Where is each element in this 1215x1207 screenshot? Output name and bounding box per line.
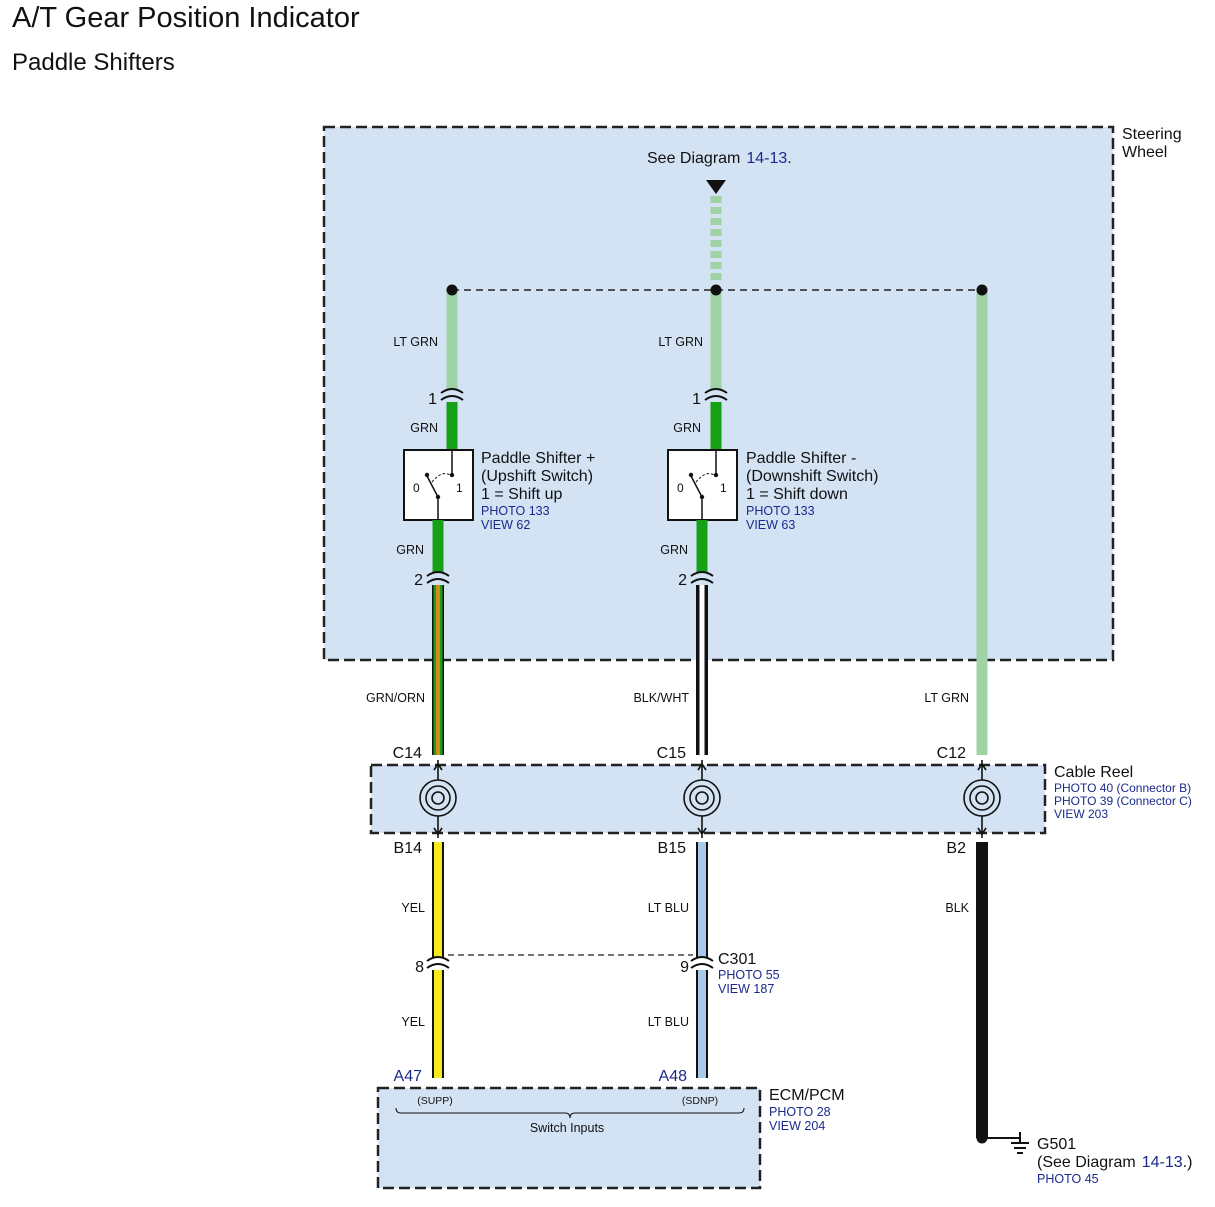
- switch-up-view-link[interactable]: VIEW 62: [481, 518, 530, 532]
- ground-see-suffix: .): [1183, 1154, 1193, 1171]
- pin-c12: C12: [937, 745, 966, 762]
- pin-b14: B14: [394, 840, 423, 857]
- connector-c301-left: [426, 956, 450, 969]
- ecm-photo-link[interactable]: PHOTO 28: [769, 1105, 831, 1119]
- wire-label-lt-blu-upper: LT BLU: [648, 901, 689, 915]
- splice-dot-left: [446, 284, 458, 296]
- switch-inputs-bracket: [395, 1107, 745, 1119]
- switch-down-view-link[interactable]: VIEW 63: [746, 518, 795, 532]
- ground-photo-link[interactable]: PHOTO 45: [1037, 1172, 1099, 1186]
- wire-label-grn-mid-bottom: GRN: [660, 543, 688, 557]
- ecm-label: ECM/PCM: [769, 1087, 845, 1104]
- switch-down-pos1: 1: [720, 481, 727, 495]
- pin-b2: B2: [946, 840, 966, 857]
- wire-label-blk: BLK: [945, 901, 969, 915]
- see-diagram-top: See Diagram 14-13.: [647, 150, 792, 167]
- c301-pin-right: 9: [680, 959, 689, 976]
- ecm-supp-label: (SUPP): [417, 1095, 453, 1107]
- see-diagram-top-suffix: .: [787, 150, 791, 167]
- wire-label-yel-upper: YEL: [401, 901, 425, 915]
- c301-photo-link[interactable]: PHOTO 55: [718, 968, 780, 982]
- c301-view-link[interactable]: VIEW 187: [718, 982, 774, 996]
- ecm-pin-a47: A47: [394, 1068, 423, 1085]
- upshift-switch: 0 1: [403, 449, 474, 521]
- splice-dot-right: [976, 284, 988, 296]
- pin-label-2-mid: 2: [678, 572, 687, 589]
- reel-spiral-icon-mid: [683, 760, 721, 838]
- c301-label: C301: [718, 951, 756, 968]
- ground-label: G501: [1037, 1136, 1076, 1153]
- see-diagram-top-link[interactable]: 14-13: [746, 150, 787, 167]
- ecm-pin-a48: A48: [659, 1068, 688, 1085]
- switch-down-label-3: 1 = Shift down: [746, 486, 848, 503]
- switch-down-label-2: (Downshift Switch): [746, 468, 878, 485]
- connector-pin-2-mid: [690, 571, 714, 584]
- pin-label-1-mid: 1: [692, 391, 701, 408]
- wire-label-lt-grn-left: LT GRN: [393, 335, 438, 349]
- reel-spiral-icon-left: [419, 760, 457, 838]
- pin-c14: C14: [393, 745, 422, 762]
- page-title: A/T Gear Position Indicator: [12, 2, 360, 34]
- c301-pin-left: 8: [415, 959, 424, 976]
- cable-reel-photo-c-link[interactable]: PHOTO 39 (Connector C): [1054, 794, 1192, 808]
- ground-see-diagram: (See Diagram 14-13.): [1037, 1154, 1192, 1171]
- ground-see-prefix: (See Diagram: [1037, 1154, 1136, 1171]
- switch-up-pos0: 0: [413, 481, 420, 495]
- wire-label-grn-left-top: GRN: [410, 421, 438, 435]
- switch-up-label-2: (Upshift Switch): [481, 468, 593, 485]
- connector-c301-right: [690, 956, 714, 969]
- pin-b15: B15: [658, 840, 687, 857]
- ecm-pcm-box: [376, 1086, 762, 1190]
- wire-label-grn-orn: GRN/ORN: [366, 691, 425, 705]
- wire-label-lt-grn-right: LT GRN: [924, 691, 969, 705]
- pin-label-1-left: 1: [428, 391, 437, 408]
- wire-label-yel-lower: YEL: [401, 1015, 425, 1029]
- ground-see-link[interactable]: 14-13: [1142, 1154, 1183, 1171]
- switch-down-label-1: Paddle Shifter -: [746, 450, 856, 467]
- see-diagram-top-prefix: See Diagram: [647, 150, 740, 167]
- reel-spiral-icon-right: [963, 760, 1001, 838]
- connector-pin-1-left: [440, 388, 464, 401]
- wire-label-lt-blu-lower: LT BLU: [648, 1015, 689, 1029]
- splice-dot-mid: [710, 284, 722, 296]
- switch-down-pos0: 0: [677, 481, 684, 495]
- ground-icon: [1011, 1132, 1029, 1154]
- connector-pin-1-mid: [704, 388, 728, 401]
- switch-down-photo-link[interactable]: PHOTO 133: [746, 504, 815, 518]
- switch-up-pos1: 1: [456, 481, 463, 495]
- wire-label-lt-grn-mid: LT GRN: [658, 335, 703, 349]
- steering-wheel-label: Steering: [1122, 126, 1182, 143]
- ecm-view-link[interactable]: VIEW 204: [769, 1119, 825, 1133]
- wire-label-grn-left-bottom: GRN: [396, 543, 424, 557]
- cable-reel-photo-b-link[interactable]: PHOTO 40 (Connector B): [1054, 781, 1191, 795]
- ecm-switch-inputs: Switch Inputs: [530, 1121, 604, 1135]
- switch-up-label-1: Paddle Shifter +: [481, 450, 595, 467]
- ecm-sdnp-label: (SDNP): [682, 1095, 718, 1107]
- downshift-switch: 0 1: [667, 449, 738, 521]
- pin-c15: C15: [657, 745, 686, 762]
- steering-wheel-label-2: Wheel: [1122, 144, 1167, 161]
- wire-label-grn-mid-top: GRN: [673, 421, 701, 435]
- switch-up-photo-link[interactable]: PHOTO 133: [481, 504, 550, 518]
- pin-label-2-left: 2: [414, 572, 423, 589]
- arrow-down-icon: [706, 180, 726, 194]
- switch-up-label-3: 1 = Shift up: [481, 486, 562, 503]
- wire-label-blk-wht: BLK/WHT: [633, 691, 689, 705]
- cable-reel-label: Cable Reel: [1054, 764, 1133, 781]
- connector-pin-2-left: [426, 571, 450, 584]
- cable-reel-view-link[interactable]: VIEW 203: [1054, 807, 1108, 821]
- page-subtitle: Paddle Shifters: [12, 49, 175, 76]
